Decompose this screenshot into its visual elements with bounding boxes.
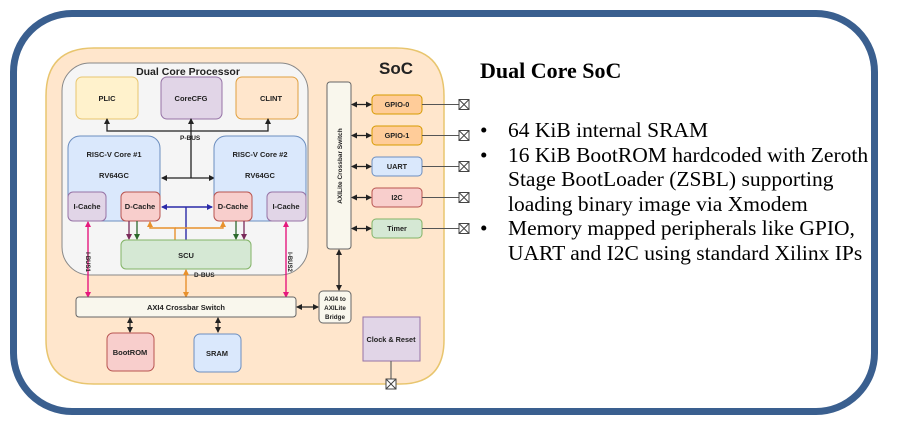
peripheral-gpio-0[interactable]: GPIO-0 xyxy=(351,94,470,115)
svg-text:RISC-V Core #2: RISC-V Core #2 xyxy=(232,150,287,159)
feature-list: •64 KiB internal SRAM •16 KiB BootROM ha… xyxy=(478,118,878,265)
peripheral-timer[interactable]: Timer xyxy=(351,218,470,239)
clock-reset-block[interactable]: Clock & Reset xyxy=(362,316,421,362)
peripheral-label: Timer xyxy=(387,224,407,233)
svg-text:CLINT: CLINT xyxy=(260,94,282,103)
peripheral-label: GPIO-0 xyxy=(385,100,410,109)
core2-icache[interactable]: I-Cache xyxy=(266,191,307,222)
dcache-scu-arrows xyxy=(126,221,247,240)
peripheral-label: GPIO-1 xyxy=(385,131,410,140)
svg-text:I-Cache: I-Cache xyxy=(73,202,100,211)
feature-item: •64 KiB internal SRAM xyxy=(480,118,709,142)
io-pin-icon xyxy=(458,130,470,141)
d-bus-label: D-BUS xyxy=(194,272,215,279)
panel-title: Dual Core SoC xyxy=(480,58,622,83)
svg-text:RV64GC: RV64GC xyxy=(245,171,275,180)
svg-text:BootROM: BootROM xyxy=(113,348,148,357)
axilite-crossbar-switch[interactable]: AXILite Crossbar Switch xyxy=(326,81,352,250)
bullet-icon: • xyxy=(480,118,488,142)
p-bus-label: P-BUS xyxy=(180,135,201,142)
bullet-icon: • xyxy=(480,216,488,240)
peripheral-label: UART xyxy=(387,162,408,171)
io-pin-icon xyxy=(458,99,470,110)
core1-icache[interactable]: I-Cache xyxy=(67,191,107,222)
svg-text:I-Cache: I-Cache xyxy=(272,202,299,211)
clock-reset-pin-icon xyxy=(385,378,397,390)
plic-block[interactable]: PLIC xyxy=(75,76,139,120)
svg-text:Bridge: Bridge xyxy=(325,314,345,321)
svg-text:AXILite: AXILite xyxy=(324,305,346,312)
scu-block[interactable]: SCU xyxy=(120,239,252,270)
peripheral-label: I2C xyxy=(391,193,403,202)
bullet-icon: • xyxy=(480,142,488,167)
svg-text:SCU: SCU xyxy=(178,251,194,260)
peripheral-uart[interactable]: UART xyxy=(351,156,470,177)
svg-text:CoreCFG: CoreCFG xyxy=(175,94,208,103)
core2-dcache[interactable]: D-Cache xyxy=(213,191,253,222)
io-pin-icon xyxy=(458,192,470,203)
coherence-bus xyxy=(161,204,213,240)
io-pin-icon xyxy=(458,223,470,234)
peripheral-i2c[interactable]: I2C xyxy=(351,187,470,208)
svg-text:RISC-V Core #1: RISC-V Core #1 xyxy=(86,150,141,159)
snoop-paths xyxy=(147,221,226,240)
p-bus: P-BUS xyxy=(104,118,271,181)
svg-text:AXILite Crossbar Switch: AXILite Crossbar Switch xyxy=(337,128,344,204)
bootrom-block[interactable]: BootROM xyxy=(106,332,155,372)
svg-text:I-BUS1: I-BUS1 xyxy=(84,252,90,272)
description-panel: Dual Core SoC •64 KiB internal SRAM •16 … xyxy=(478,58,878,265)
io-pin-icon xyxy=(458,161,470,172)
svg-text:AXI4 Crossbar Switch: AXI4 Crossbar Switch xyxy=(147,303,225,312)
d-bus: D-BUS xyxy=(183,269,215,298)
i-bus-2: I-BUS2 xyxy=(283,221,292,298)
svg-text:SRAM: SRAM xyxy=(206,349,228,358)
svg-text:RV64GC: RV64GC xyxy=(99,171,129,180)
soc-label: SoC xyxy=(379,59,413,78)
axi4-to-axilite-bridge[interactable]: AXI4 to AXILite Bridge xyxy=(318,290,352,324)
svg-text:I-BUS2: I-BUS2 xyxy=(286,252,292,272)
core1-dcache[interactable]: D-Cache xyxy=(120,191,161,222)
i-bus-1: I-BUS1 xyxy=(84,221,91,298)
svg-text:PLIC: PLIC xyxy=(98,94,116,103)
feature-item: •16 KiB BootROM hardcoded with Zeroth St… xyxy=(480,142,869,216)
clint-block[interactable]: CLINT xyxy=(235,76,299,120)
svg-text:Clock & Reset: Clock & Reset xyxy=(366,335,416,344)
sram-block[interactable]: SRAM xyxy=(193,333,242,373)
svg-text:AXI4 to: AXI4 to xyxy=(324,296,346,303)
svg-text:D-Cache: D-Cache xyxy=(125,202,155,211)
processor-label: Dual Core Processor xyxy=(136,66,240,78)
peripheral-gpio-1[interactable]: GPIO-1 xyxy=(351,125,470,146)
corecfg-block[interactable]: CoreCFG xyxy=(160,76,223,120)
feature-item: •Memory mapped peripherals like GPIO, UA… xyxy=(480,216,863,265)
axi4-crossbar-switch[interactable]: AXI4 Crossbar Switch xyxy=(75,296,297,318)
svg-text:D-Cache: D-Cache xyxy=(218,202,248,211)
